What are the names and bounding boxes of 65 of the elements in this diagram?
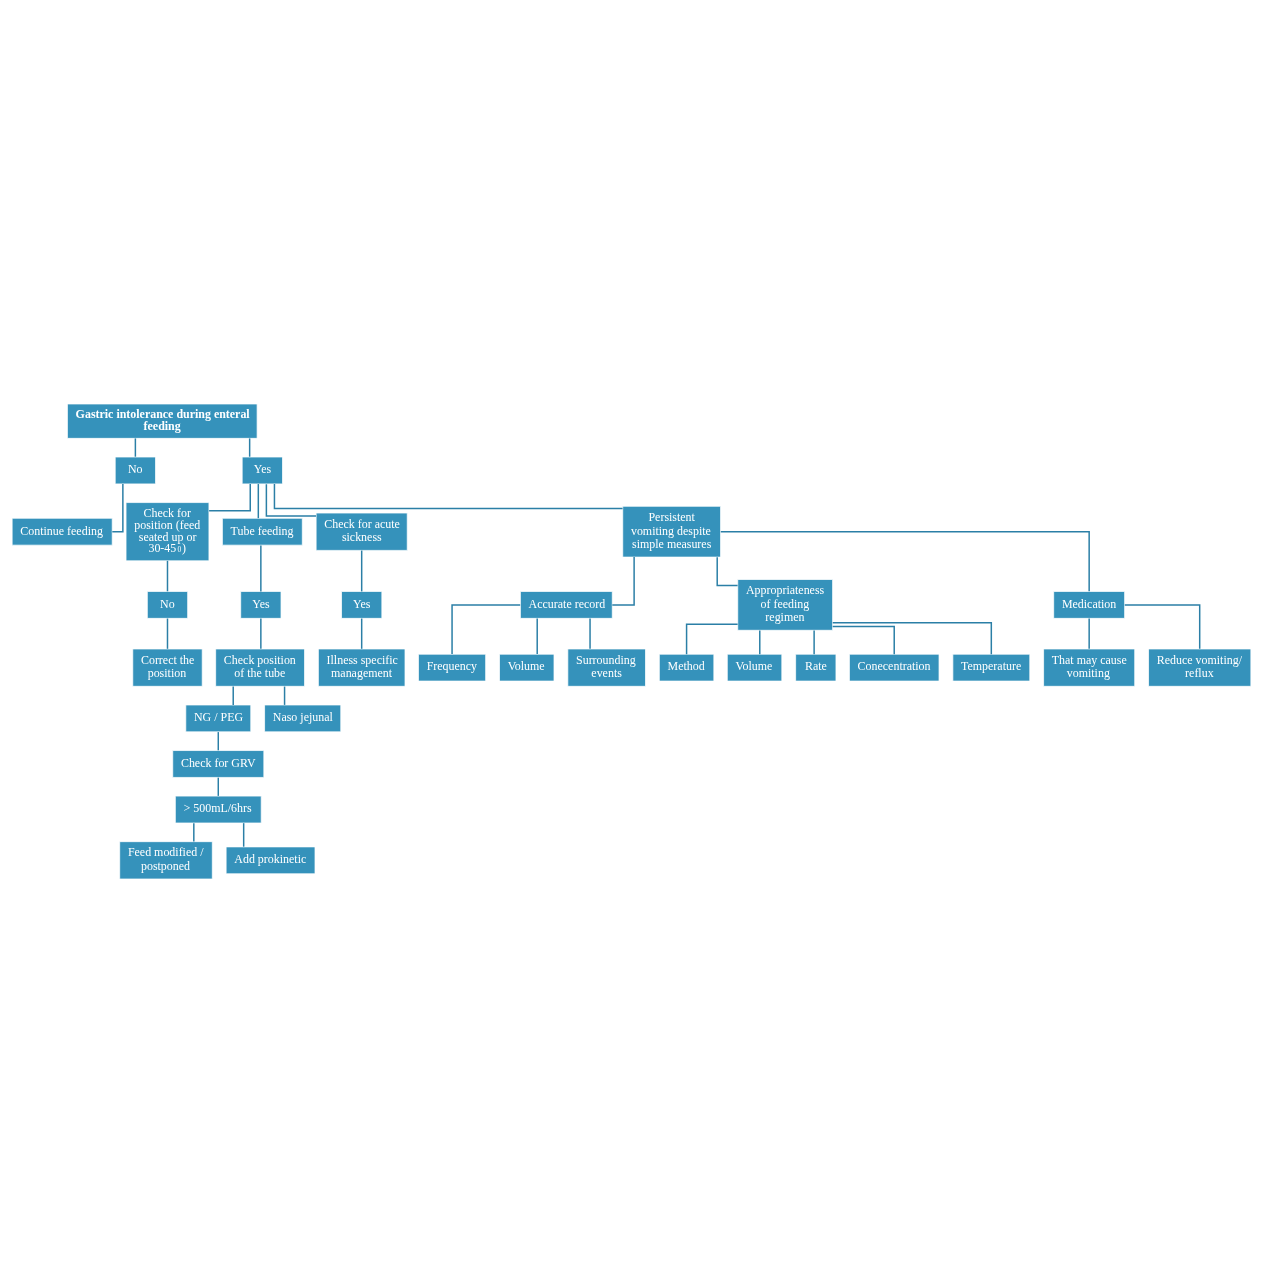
connector xyxy=(360,617,363,650)
connector xyxy=(273,482,624,509)
connector xyxy=(134,437,137,457)
connector xyxy=(451,603,521,655)
connector xyxy=(759,629,761,655)
node-box: Method xyxy=(658,653,715,681)
connector xyxy=(685,623,739,655)
node-box: Check for acute sickness xyxy=(315,512,408,551)
node-box: Check for GRV xyxy=(172,749,265,778)
connector xyxy=(360,549,363,592)
node-box: Illness specific management xyxy=(318,648,406,687)
connector xyxy=(166,617,169,650)
connector xyxy=(716,556,739,586)
node-box: Yes xyxy=(341,590,383,619)
node-box: Correct the position xyxy=(132,648,203,687)
node-box: Appropriateness of feeding regimen xyxy=(737,578,833,631)
connector xyxy=(536,617,538,655)
node-box: Feed modified / postponed xyxy=(119,840,213,879)
node-box: Accurate record xyxy=(520,590,613,619)
connector xyxy=(1088,617,1090,650)
connector xyxy=(166,559,169,592)
connector xyxy=(1124,603,1201,650)
connector xyxy=(260,544,262,592)
node-box: Add prokinetic xyxy=(225,846,316,874)
node-box: Persistent vomiting despite simple measures xyxy=(622,505,721,557)
connector xyxy=(611,555,635,606)
node-box: Volume xyxy=(726,653,783,681)
node-box: Surrounding events xyxy=(567,648,646,687)
node-box: Tube feeding xyxy=(222,517,303,546)
connector xyxy=(831,625,895,655)
connector xyxy=(720,530,1090,592)
connector xyxy=(217,776,220,797)
connector xyxy=(813,629,815,655)
node-box: Naso jejunal xyxy=(264,704,342,732)
node-box: Continue feeding xyxy=(11,517,113,546)
node-box: Conecentration xyxy=(849,653,940,681)
connector xyxy=(283,685,286,706)
node-box: Yes xyxy=(240,590,282,619)
connector xyxy=(589,617,591,650)
node-box: Check for position (feed seated up or 30-450) xyxy=(125,501,210,561)
node-box: Medication xyxy=(1053,590,1125,619)
node-box: No xyxy=(146,590,189,619)
connector xyxy=(257,482,260,519)
node-box: Temperature xyxy=(952,653,1031,681)
connector xyxy=(111,482,124,532)
connector xyxy=(193,821,195,842)
node-box: Yes xyxy=(241,456,283,484)
node-box: Gastric intolerance during enteral feeding xyxy=(67,403,258,439)
node-box: NG / PEG xyxy=(185,704,252,732)
connector xyxy=(217,730,220,751)
connector xyxy=(208,482,251,512)
node-box: That may cause vomiting xyxy=(1043,648,1136,687)
connector xyxy=(260,617,262,650)
node-box: Frequency xyxy=(418,653,487,681)
node-box: Reduce vomiting/ reflux xyxy=(1148,648,1252,687)
connector xyxy=(248,437,251,457)
node-box: Volume xyxy=(499,653,555,681)
connector xyxy=(232,685,234,706)
node-box: No xyxy=(114,456,156,484)
node-box: Rate xyxy=(795,653,837,681)
connector xyxy=(265,482,317,517)
node-box: Check position of the tube xyxy=(215,648,305,687)
connector xyxy=(242,821,245,847)
node-box: > 500mL/6hrs xyxy=(174,795,262,823)
connector xyxy=(832,621,993,655)
